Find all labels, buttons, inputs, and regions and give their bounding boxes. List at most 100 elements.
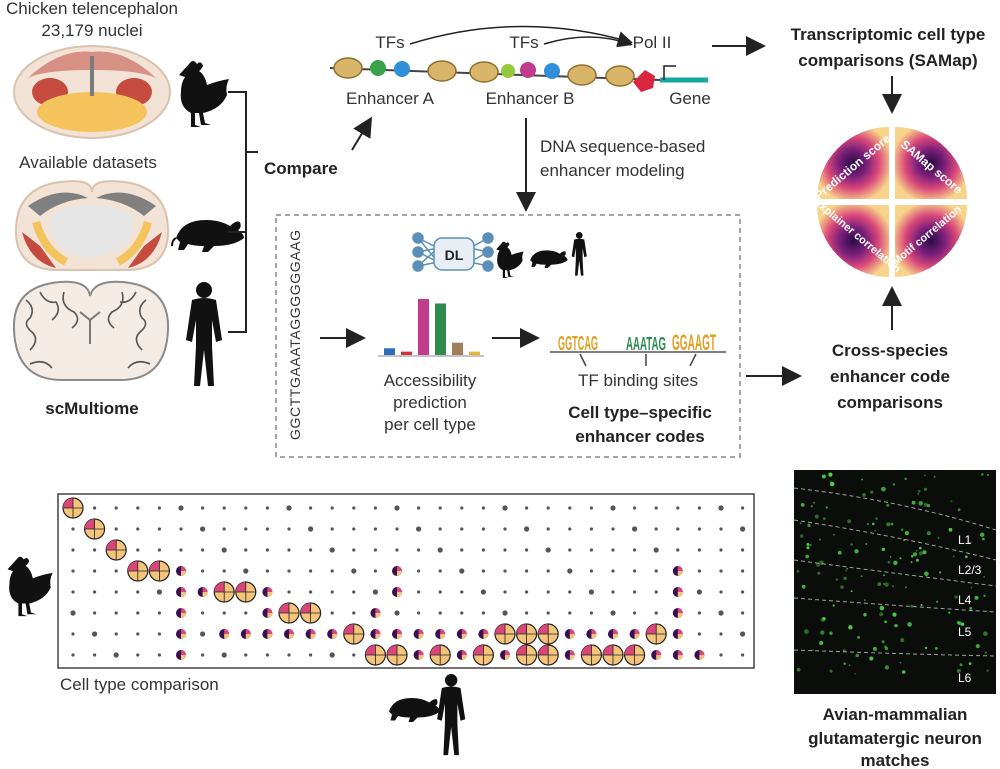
neuron-dot [864, 599, 866, 601]
neuron-dot [807, 523, 811, 528]
matrix-cell [653, 547, 659, 553]
codes-line2: enhancer codes [575, 427, 704, 446]
matrix-cell [370, 608, 381, 618]
matrix-cell [200, 526, 206, 532]
available-datasets-label: Available datasets [19, 153, 157, 172]
neuron-dot [919, 546, 922, 550]
matrix-cell [329, 652, 335, 658]
neuron-dot [848, 664, 851, 667]
matrix-cell [417, 611, 421, 615]
neuron-dot [948, 611, 951, 614]
matrix-cell [265, 569, 269, 573]
matrix-cell [176, 629, 186, 639]
matrix-cell [392, 587, 402, 597]
matrix-cell [157, 548, 161, 552]
matrix-cell [480, 589, 486, 595]
accessibility-bar-6 [469, 351, 480, 355]
cross-line2: enhancer code [830, 367, 950, 386]
matrix-cell [438, 569, 442, 573]
matrix-cell [114, 569, 118, 573]
neuron-dot [829, 481, 835, 487]
neuron-dot [899, 661, 902, 664]
matrix-cell [93, 590, 97, 594]
neuron-dot [938, 571, 942, 574]
matrix-cell [93, 506, 97, 510]
neuron-dot [950, 500, 953, 503]
neuron-dot [956, 668, 961, 673]
matrix-cell [718, 610, 724, 616]
neuron-dot [886, 522, 891, 527]
mouse-icon [171, 220, 244, 252]
neuron-dot [843, 662, 846, 665]
neuron-dot [804, 629, 809, 634]
matrix-cell [309, 569, 313, 573]
matrix-cell [244, 506, 248, 510]
matrix-cell [438, 590, 442, 594]
matrix-cell [567, 568, 573, 574]
layer-label: L2/3 [958, 563, 982, 577]
matrix-cell [300, 602, 322, 624]
matrix-cell [308, 526, 314, 532]
matrix-cell [413, 650, 424, 660]
accessibility-bar-1 [384, 348, 395, 355]
accessibility-line2: prediction [393, 393, 467, 412]
matrix-cell [672, 629, 683, 639]
neuron-dot [860, 575, 863, 577]
accessibility-bar-3 [418, 299, 429, 355]
matrix-cell [352, 527, 356, 531]
matrix-cell [740, 631, 746, 637]
neuron-dot [959, 663, 963, 667]
tf-arrow-b [543, 32, 633, 48]
matrix-cell [438, 611, 442, 615]
motif-logo-c: GGAAGT [672, 330, 716, 355]
matrix-cell [93, 653, 97, 657]
matrix-cell [564, 629, 575, 639]
neuron-dot [819, 640, 824, 646]
matrix-cell [201, 611, 205, 615]
matrix-cell [633, 569, 637, 573]
neuron-dot [883, 583, 885, 585]
mini-rooster-icon [496, 241, 524, 278]
matrix-cell [136, 611, 140, 615]
neuron-dot [881, 640, 885, 644]
matrix-cell [460, 527, 464, 531]
model-box [275, 214, 741, 458]
neural-network-icon [412, 232, 494, 272]
matrix-cell [525, 611, 529, 615]
matrix-cell [588, 589, 595, 595]
matrix-cell [222, 506, 226, 510]
matrix-cell [568, 590, 572, 594]
matrix-cell [178, 505, 184, 511]
matrix-cell [394, 610, 400, 616]
neuron-dot [850, 590, 853, 593]
neuron-dot [812, 501, 815, 504]
matrix-cell [568, 611, 572, 615]
matrix-cell [472, 644, 494, 666]
accessibility-line1: Accessibility [384, 371, 477, 390]
matrix-cell [437, 547, 443, 553]
matrix-cell [156, 589, 162, 595]
matrix-cell [136, 506, 140, 510]
matrix-cell [515, 644, 538, 666]
matrix-cell [127, 560, 149, 582]
matrix-cell [502, 505, 508, 511]
matrix-cell [719, 569, 723, 573]
matrix-cell [741, 611, 745, 615]
matrix-cell [71, 632, 75, 636]
neuron-dot [968, 662, 972, 665]
matrix-cell [623, 644, 646, 666]
matrix-cell [676, 548, 680, 552]
neuron-dot [870, 490, 874, 494]
matrix-cell [176, 587, 186, 597]
neuron-dot [818, 538, 821, 541]
matrix-cell [352, 506, 356, 510]
matrix-cell [114, 506, 118, 510]
matrix-cell [719, 632, 723, 636]
matrix-cell [330, 506, 334, 510]
neuron-dot [917, 489, 921, 493]
matrix-cell [633, 590, 637, 594]
matrix-cell [697, 632, 702, 636]
neuron-dot [800, 503, 805, 507]
matrix-cell [503, 569, 507, 573]
matrix-cell [93, 569, 97, 573]
